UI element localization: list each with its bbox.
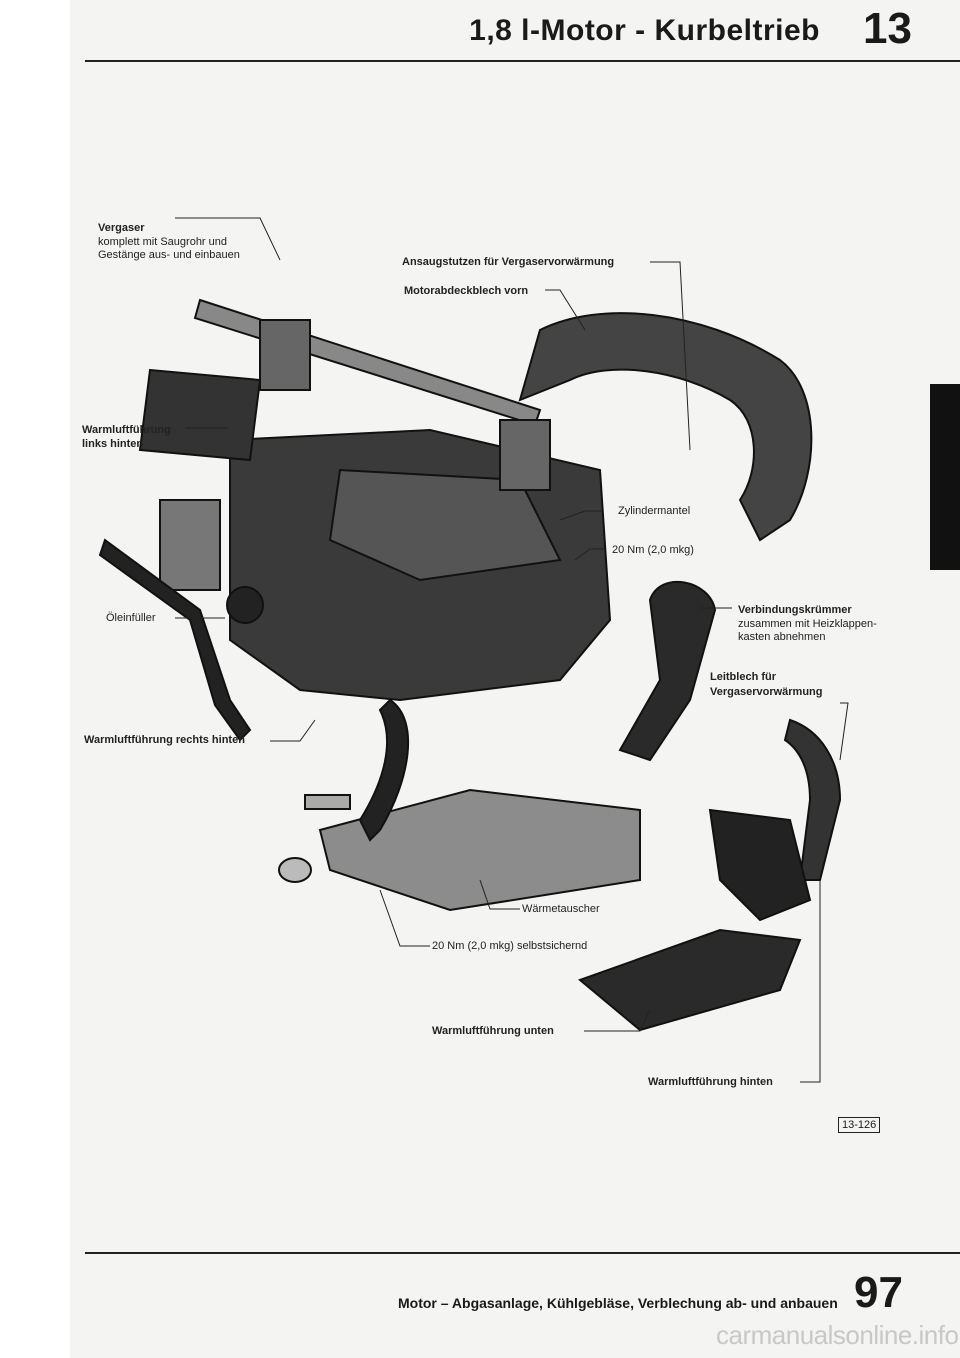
label-warmluft-hinten: Warmluftführung hinten bbox=[648, 1076, 773, 1088]
warm-air-pipe bbox=[98, 538, 252, 742]
watermark: carmanualsonline.info bbox=[716, 1320, 959, 1350]
carburettor-left bbox=[259, 319, 311, 391]
label-warmluft-unten: Warmluftführung unten bbox=[432, 1025, 554, 1037]
label-vergaser: Vergaser bbox=[98, 222, 145, 234]
label-waermetauscher: Wärmetauscher bbox=[522, 903, 600, 915]
warm-air-duct-rear bbox=[708, 808, 812, 922]
label-torque-1: 20 Nm (2,0 mkg) bbox=[612, 544, 694, 556]
footer-text: Motor – Abgasanlage, Kühlgebläse, Verble… bbox=[398, 1295, 838, 1311]
label-zylindermantel: Zylindermantel bbox=[618, 505, 691, 517]
header-rule bbox=[85, 60, 960, 62]
label-vergaser-line2: komplett mit Saugrohr und bbox=[98, 236, 228, 248]
label-verbindung-1: Verbindungskrümmer bbox=[738, 604, 852, 616]
label-warmluft-links-2: links hinten bbox=[82, 438, 144, 450]
section-tab-marker bbox=[930, 384, 960, 570]
page-number: 97 bbox=[854, 1268, 903, 1317]
figure-reference: 13-126 bbox=[838, 1117, 881, 1133]
carburettor-right bbox=[499, 419, 551, 491]
label-leitblech-2: Vergaservorwärmung bbox=[710, 686, 823, 698]
label-oleinfuller: Öleinfüller bbox=[106, 612, 156, 624]
chapter-number: 13 bbox=[863, 4, 912, 53]
label-torque-2: 20 Nm (2,0 mkg) selbstsichernd bbox=[432, 940, 588, 952]
label-verbindung-3: kasten abnehmen bbox=[738, 631, 826, 643]
warm-air-duct-bottom bbox=[578, 928, 802, 1032]
left-margin bbox=[0, 0, 70, 1358]
page-title: 1,8 l-Motor - Kurbeltrieb bbox=[469, 14, 820, 47]
label-verbindung-2: zusammen mit Heizklappen- bbox=[738, 618, 877, 630]
oil-filler-cap bbox=[226, 586, 264, 624]
label-leitblech-1: Leitblech für bbox=[710, 671, 777, 683]
flange-plate bbox=[304, 794, 351, 810]
warm-air-duct-left bbox=[138, 368, 262, 462]
label-ansaugstutzen: Ansaugstutzen für Vergaservorwärmung bbox=[402, 256, 615, 268]
exhaust-pipe bbox=[358, 698, 410, 842]
oil-cooler bbox=[159, 499, 221, 591]
connecting-bend bbox=[618, 581, 717, 762]
cylinder-shroud bbox=[328, 468, 562, 582]
label-vergaser-line3: Gestänge aus- und einbauen bbox=[98, 249, 240, 261]
label-warmluft-links-1: Warmluftführung bbox=[82, 424, 171, 436]
label-warmluft-rechts: Warmluftführung rechts hinten bbox=[84, 734, 245, 746]
label-motorabdeckblech: Motorabdeckblech vorn bbox=[404, 285, 529, 297]
footer-rule bbox=[85, 1252, 960, 1254]
heat-exchanger bbox=[318, 788, 641, 912]
gasket bbox=[278, 857, 312, 883]
